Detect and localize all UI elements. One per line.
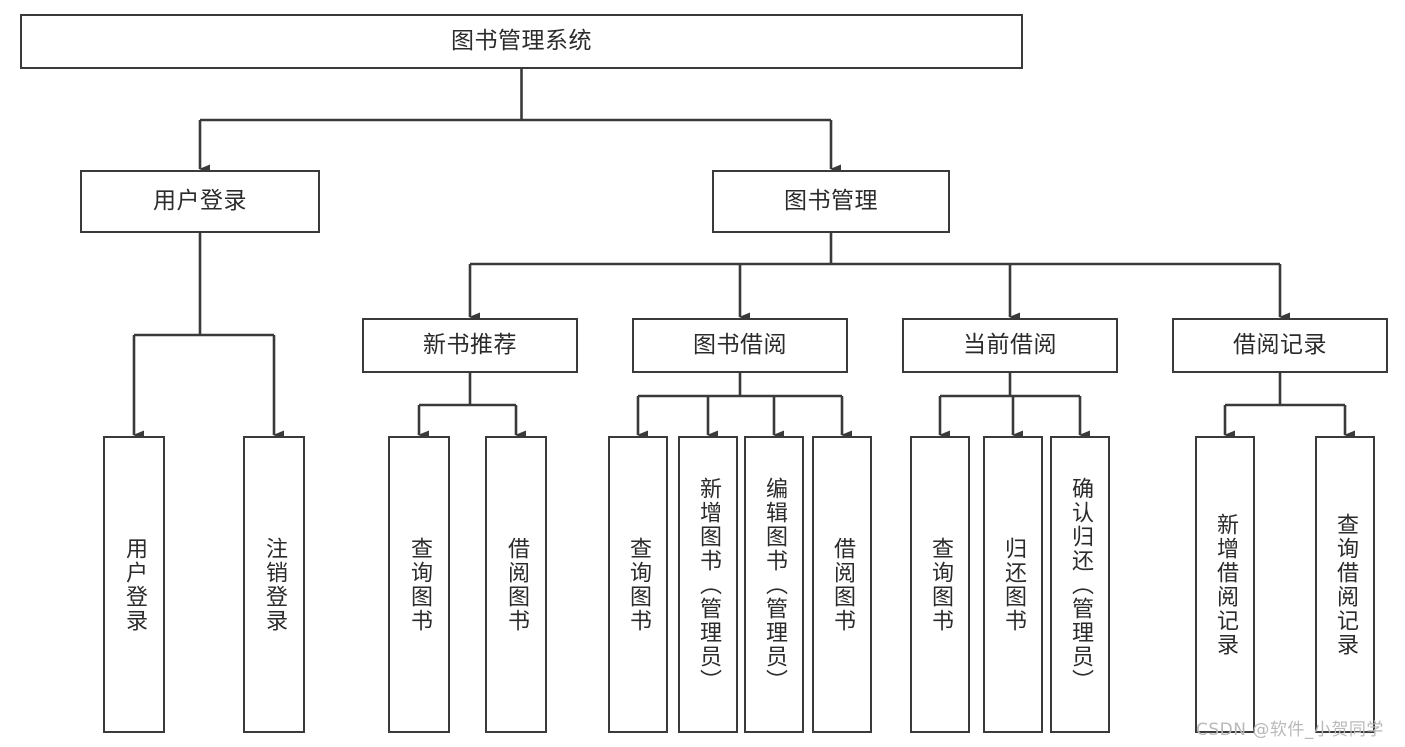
node-leaf-add-rec[interactable]: 新增借阅记录 [1195, 436, 1255, 733]
node-leaf-login[interactable]: 用户登录 [103, 436, 165, 733]
node-leaf-query-rec[interactable]: 查询借阅记录 [1315, 436, 1375, 733]
node-leaf-add-book[interactable]: 新增图书（管理员） [678, 436, 738, 733]
node-label: 当前借阅 [963, 332, 1057, 359]
node-label: 借阅图书 [830, 536, 855, 633]
node-borrow[interactable]: 图书借阅 [632, 318, 848, 373]
node-bookmgmt[interactable]: 图书管理 [712, 170, 950, 233]
node-label: 新书推荐 [423, 332, 517, 359]
node-label: 图书借阅 [693, 332, 787, 359]
node-label: 借阅记录 [1233, 332, 1327, 359]
node-records[interactable]: 借阅记录 [1172, 318, 1388, 373]
node-label: 查询图书 [626, 536, 651, 633]
node-label: 图书管理系统 [451, 28, 592, 55]
node-leaf-borrow-bk[interactable]: 借阅图书 [812, 436, 872, 733]
node-label: 用户登录 [153, 188, 247, 215]
node-leaf-logout[interactable]: 注销登录 [243, 436, 305, 733]
node-leaf-query-book[interactable]: 查询图书 [608, 436, 668, 733]
node-label: 确认归还（管理员） [1068, 476, 1093, 693]
node-label: 查询图书 [407, 536, 432, 633]
node-label: 编辑图书（管理员） [762, 476, 787, 693]
node-leaf-query-cur[interactable]: 查询图书 [910, 436, 970, 733]
node-leaf-edit-book[interactable]: 编辑图书（管理员） [744, 436, 804, 733]
node-label: 借阅图书 [504, 536, 529, 633]
node-label: 归还图书 [1001, 536, 1026, 633]
node-login[interactable]: 用户登录 [80, 170, 320, 233]
node-newbook[interactable]: 新书推荐 [362, 318, 578, 373]
node-label: 用户登录 [122, 536, 147, 633]
node-current[interactable]: 当前借阅 [902, 318, 1118, 373]
node-label: 查询借阅记录 [1333, 512, 1358, 657]
node-leaf-borrow-new[interactable]: 借阅图书 [485, 436, 547, 733]
node-label: 新增借阅记录 [1213, 512, 1238, 657]
node-leaf-return[interactable]: 归还图书 [983, 436, 1043, 733]
node-leaf-confirm[interactable]: 确认归还（管理员） [1050, 436, 1110, 733]
node-leaf-query-new[interactable]: 查询图书 [388, 436, 450, 733]
node-label: 图书管理 [784, 188, 878, 215]
node-root[interactable]: 图书管理系统 [20, 14, 1023, 69]
node-label: 注销登录 [262, 536, 287, 633]
node-label: 新增图书（管理员） [696, 476, 721, 693]
node-label: 查询图书 [928, 536, 953, 633]
